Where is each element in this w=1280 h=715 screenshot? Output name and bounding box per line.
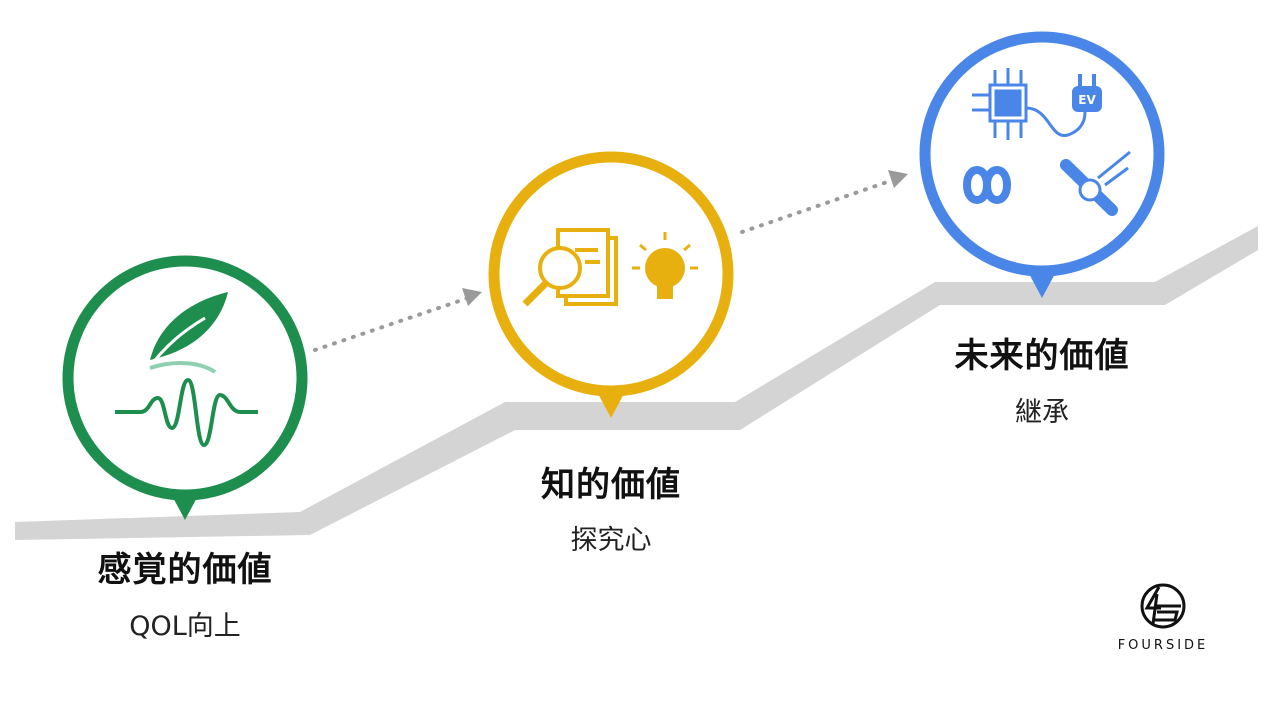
wave-icon	[115, 377, 258, 448]
stage-title-future: 未来的価値	[954, 336, 1130, 376]
stage-subtitle-intellectual: 探究心	[570, 525, 652, 556]
pin-sensory	[62, 255, 308, 520]
dotted-arrow-2	[740, 170, 908, 234]
logo-text: FOURSIDE	[1117, 638, 1209, 653]
pin-intellectual	[488, 151, 734, 418]
fourside-logo: FOURSIDE	[1108, 582, 1218, 653]
ev-plug-icon: EV	[1072, 74, 1102, 112]
stage-subtitle-sensory: QOL向上	[129, 611, 241, 642]
stage-title-intellectual: 知的価値	[541, 465, 681, 505]
leaf-icon	[144, 292, 228, 374]
fourside-logo-mark-icon	[1140, 583, 1186, 629]
infinity-icon	[962, 166, 1012, 204]
svg-text:EV: EV	[1078, 93, 1096, 107]
baton-hand-icon	[1060, 150, 1131, 216]
dotted-arrow-1	[313, 288, 482, 352]
magnifier-document-icon	[522, 228, 618, 307]
lightbulb-icon	[632, 232, 698, 299]
stage-title-sensory: 感覚的価値	[97, 550, 273, 590]
step-path	[15, 226, 1258, 540]
stage-subtitle-future: 継承	[1015, 397, 1069, 428]
chip-icon	[972, 68, 1087, 140]
pin-future: EV	[919, 31, 1165, 298]
